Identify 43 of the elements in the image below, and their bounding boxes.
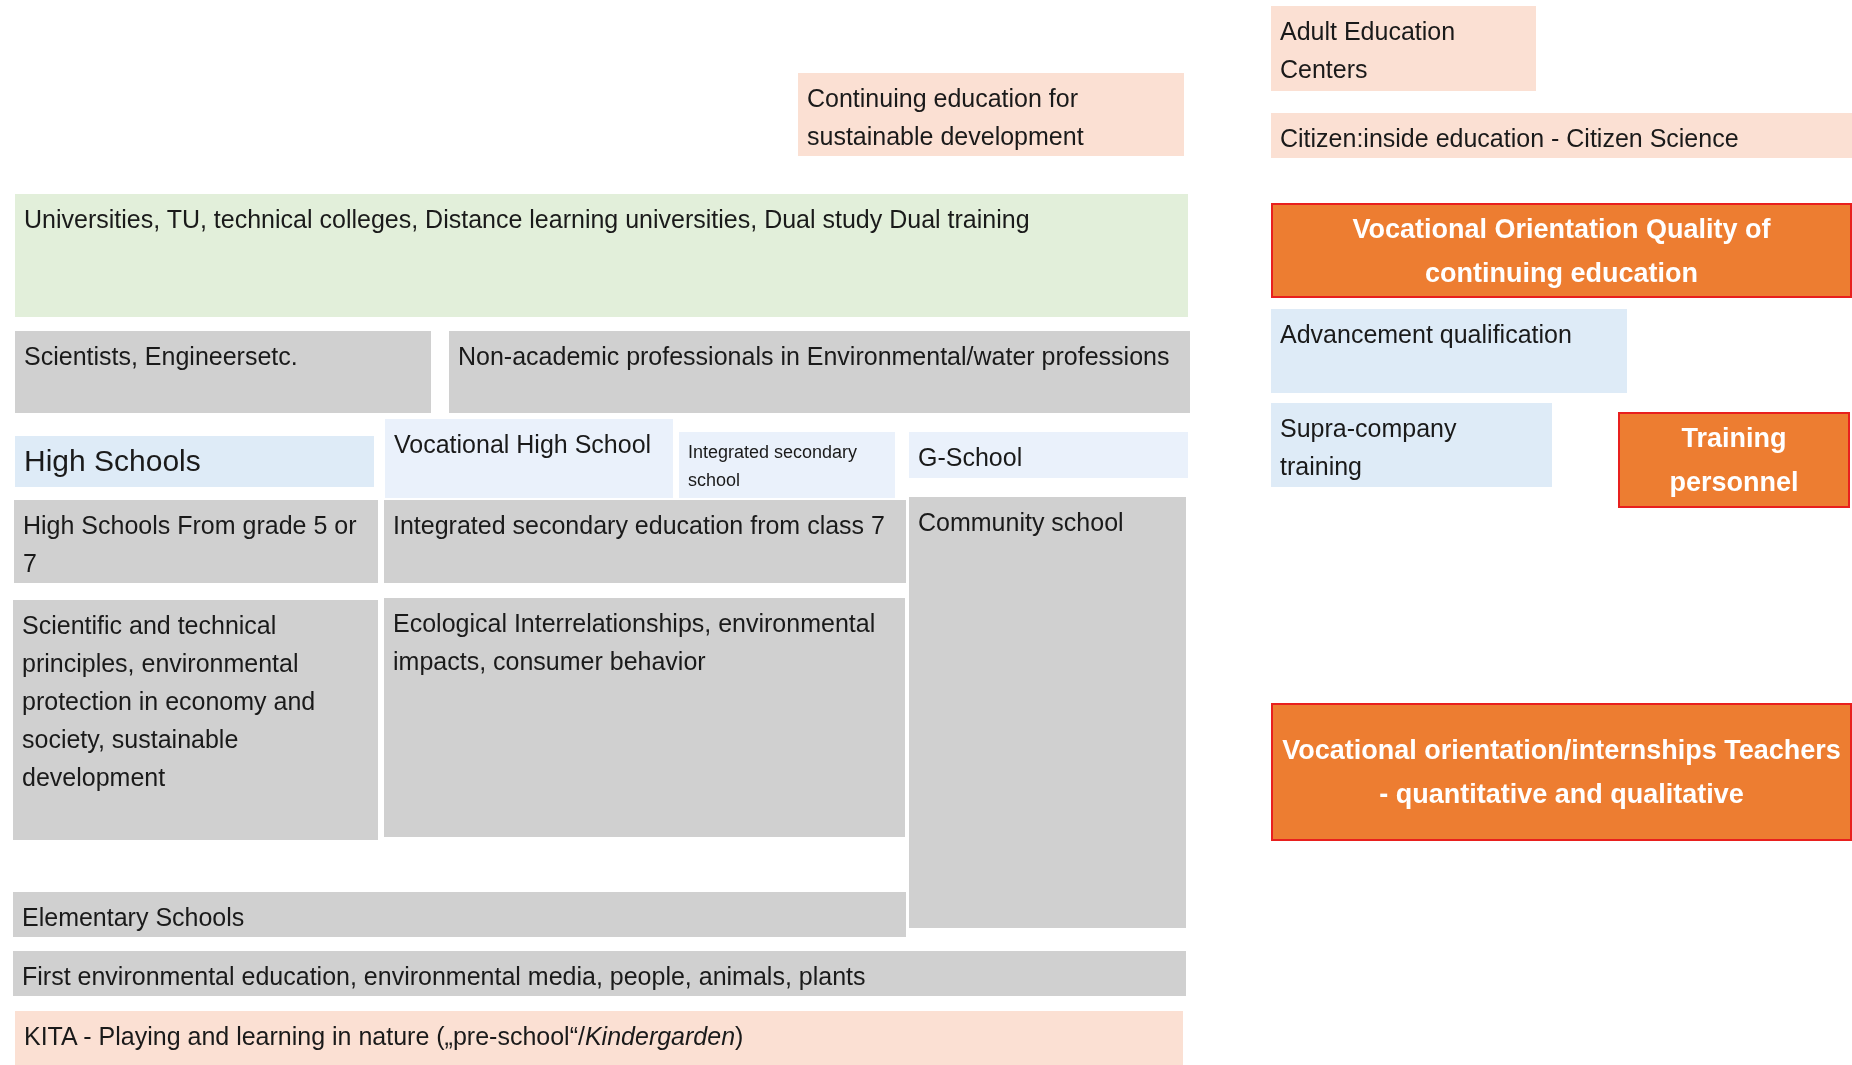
category-box bbox=[13, 892, 906, 937]
category-box bbox=[15, 331, 431, 413]
box-text: Integrated secondary school bbox=[688, 441, 859, 492]
category-box bbox=[1271, 403, 1552, 487]
box-text: Scientists, Engineersetc. bbox=[24, 341, 299, 372]
box-text: Vocational orientation/internships Teachers - quantitative and qualitative bbox=[1281, 734, 1842, 811]
box-text: High Schools From grade 5 or 7 bbox=[23, 510, 358, 579]
category-box bbox=[1271, 113, 1852, 158]
box-text: Universities, TU, technical colleges, Distance learning universities, Dual study Dual training bbox=[24, 204, 1031, 235]
category-box bbox=[15, 436, 374, 487]
box-text: Integrated secondary education from class 7 bbox=[393, 510, 886, 541]
box-text: First environmental education, environmental media, people, animals, plants bbox=[22, 961, 867, 992]
box-text: Continuing education for sustainable development bbox=[807, 83, 1085, 152]
box-text: Advancement qualification bbox=[1280, 319, 1573, 350]
box-text: Ecological Interrelationships, environmental impacts, consumer behavior bbox=[393, 608, 877, 677]
box-text: Non-academic professionals in Environmental/water professions bbox=[458, 341, 1171, 372]
box-text: Vocational High School bbox=[394, 429, 653, 460]
highlight-box bbox=[1271, 703, 1852, 841]
box-text: Scientific and technical principles, environmental protection in economy and society, sustainable development bbox=[22, 610, 317, 793]
category-box bbox=[384, 500, 906, 583]
box-text: Elementary Schools bbox=[22, 902, 246, 933]
box-text: Vocational Orientation Quality of continuing education bbox=[1351, 212, 1772, 290]
category-box bbox=[13, 951, 1186, 996]
category-box bbox=[909, 497, 1186, 928]
box-text: G-School bbox=[918, 442, 1024, 473]
category-box bbox=[1271, 6, 1536, 91]
category-box bbox=[14, 500, 378, 583]
category-box bbox=[798, 73, 1184, 156]
highlight-box bbox=[1271, 203, 1852, 298]
box-text: Citizen:inside education - Citizen Science bbox=[1280, 123, 1740, 154]
box-text: Supra-company training bbox=[1280, 413, 1458, 482]
box-text: High Schools bbox=[24, 443, 202, 479]
box-text: KITA - Playing and learning in nature („pre-school“/Kindergarden) bbox=[24, 1021, 745, 1052]
category-box bbox=[449, 331, 1190, 413]
box-text: Training personnel bbox=[1668, 422, 1800, 499]
category-box bbox=[15, 194, 1188, 317]
box-text: Community school bbox=[918, 507, 1125, 538]
highlight-box bbox=[1618, 412, 1850, 508]
category-box bbox=[15, 1011, 1183, 1065]
category-box bbox=[1271, 309, 1627, 393]
box-text: Adult Education Centers bbox=[1280, 16, 1457, 85]
category-box bbox=[13, 600, 378, 840]
category-box bbox=[384, 598, 905, 837]
